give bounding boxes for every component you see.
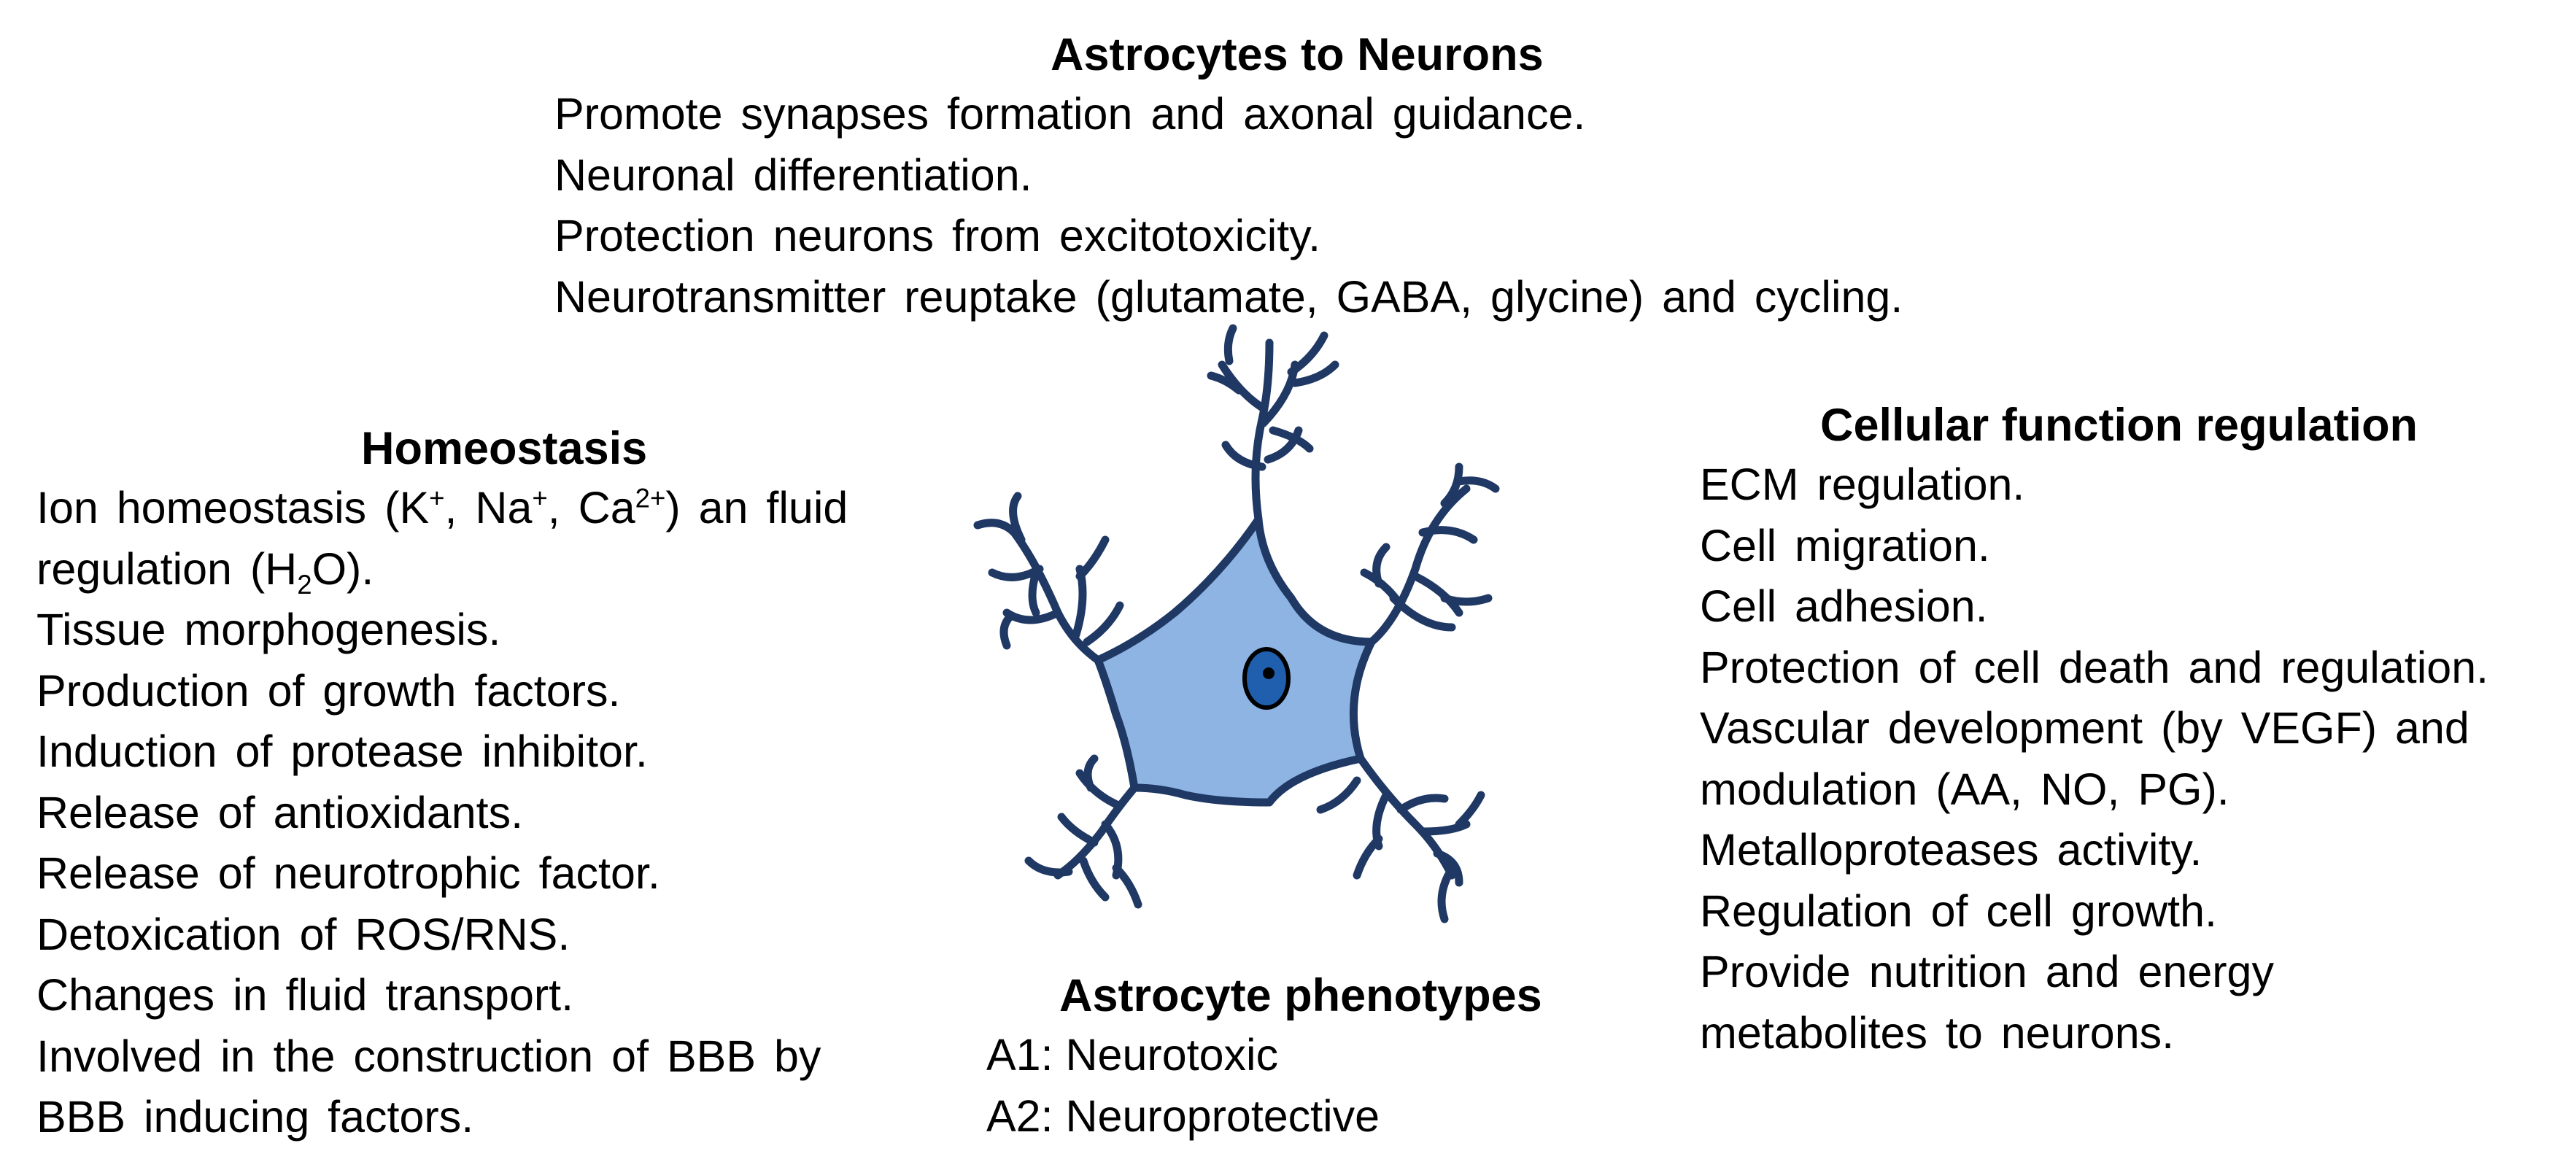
list-item: A1: Neurotoxic: [986, 1030, 1279, 1080]
text: regulation (H: [36, 543, 298, 594]
text: O).: [312, 543, 374, 594]
list-item-ion-homeostasis: Ion homeostasis (K+, Na+, Ca2+) an fluid: [36, 478, 848, 539]
list-item: Involved in the construction of BBB by: [36, 1031, 821, 1081]
process-upper-left: [973, 492, 1124, 665]
list-item: Metalloproteases activity.: [1700, 825, 2202, 875]
list-item: Release of neurotrophic factor.: [36, 848, 660, 898]
nucleolus: [1263, 667, 1275, 679]
section-heading: Astrocytes to Neurons: [1051, 29, 1544, 80]
section-heading: Astrocyte phenotypes: [1059, 970, 1542, 1021]
list-item: ECM regulation.: [1700, 460, 2025, 509]
list-item: BBB inducing factors.: [36, 1092, 474, 1142]
homeostasis-section: Homeostasis Ion homeostasis (K+, Na+, Ca…: [36, 419, 848, 1148]
text: Ion homeostasis (K: [36, 483, 430, 532]
list-item: Promote synapses formation and axonal gu…: [554, 89, 1586, 139]
astrocytes-to-neurons-section: Astrocytes to Neurons Promote synapses f…: [554, 26, 1903, 328]
superscript: +: [429, 483, 445, 514]
astrocyte-phenotypes-section: Astrocyte phenotypes A1: Neurotoxic A2: …: [986, 966, 1542, 1147]
text: , Na: [444, 483, 533, 532]
astrocyte-illustration: [973, 324, 1500, 923]
list-item: Provide nutrition and energy: [1700, 947, 2274, 996]
section-heading: Homeostasis: [361, 423, 648, 474]
section-heading: Cellular function regulation: [1820, 400, 2418, 451]
list-item: Regulation of cell growth.: [1700, 886, 2217, 936]
cellular-function-section: Cellular function regulation ECM regulat…: [1700, 396, 2488, 1064]
list-item: modulation (AA, NO, PG).: [1700, 764, 2229, 814]
list-item: Protection of cell death and regulation.: [1700, 642, 2489, 692]
list-item-fluid-regulation: regulation (H2O).: [36, 539, 848, 600]
astrocyte-soma: [1094, 515, 1376, 807]
list-item: Production of growth factors.: [36, 665, 621, 716]
list-item: Neurotransmitter reuptake (glutamate, GA…: [554, 271, 1903, 322]
list-item: Vascular development (by VEGF) and: [1700, 703, 2469, 753]
astrocyte-processes: [973, 324, 1500, 923]
list-item: metabolites to neurons.: [1700, 1007, 2175, 1058]
list-item: Detoxication of ROS/RNS.: [36, 909, 570, 959]
list-item: A2: Neuroprotective: [986, 1090, 1380, 1141]
superscript: 2+: [635, 483, 666, 514]
list-item: Neuronal differentiation.: [554, 150, 1032, 200]
list-item: Induction of protease inhibitor.: [36, 727, 648, 776]
process-top: [1207, 324, 1339, 524]
process-upper-right: [1360, 462, 1500, 646]
subscript: 2: [297, 569, 312, 600]
list-item: Tissue morphogenesis.: [36, 605, 501, 654]
text: , Ca: [547, 483, 635, 532]
process-lower-left: [1024, 754, 1142, 909]
list-item: Protection neurons from excitotoxicity.: [554, 211, 1321, 260]
text: ) an fluid: [665, 483, 848, 532]
process-lower-right: [1316, 754, 1485, 923]
list-item: Changes in fluid transport.: [36, 970, 574, 1020]
superscript: +: [532, 483, 548, 514]
list-item: Cell adhesion.: [1700, 581, 1988, 631]
list-item: Cell migration.: [1700, 520, 1990, 570]
list-item: Release of antioxidants.: [36, 787, 524, 837]
